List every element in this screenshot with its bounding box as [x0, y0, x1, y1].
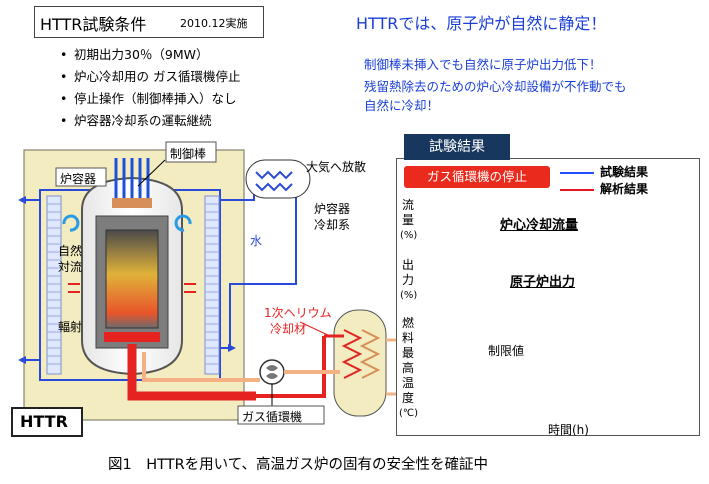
conditions-date: 2010.12実施 — [180, 17, 248, 30]
condition-item: •初期出力30％（9MW） — [60, 47, 209, 62]
condition-item: •停止操作（制御棒挿入）なし — [60, 91, 237, 106]
legend-analysis-swatch — [560, 188, 594, 191]
results-panel — [396, 158, 700, 436]
cooling-water-left — [26, 199, 40, 361]
limit-label: 制限値 — [488, 344, 525, 358]
natural-convection-label-2: 対流 — [58, 260, 83, 274]
legend-test: 試験結果 — [560, 163, 648, 180]
helium-label-2: 冷却材 — [270, 322, 307, 336]
vessel-label: 炉容器 — [60, 172, 97, 186]
reactor-name: HTTR — [20, 412, 68, 431]
cooling-panel-left — [46, 195, 62, 375]
cooling-panel-right — [204, 195, 220, 375]
condition-item: •炉容器冷却系の運転継続 — [60, 113, 212, 128]
figure-caption: 図1 HTTRを用いて、高温ガス炉の固有の安全性を確証中 — [108, 457, 489, 473]
cooling-water-return — [220, 180, 297, 349]
legend-test-swatch — [560, 171, 594, 174]
intermediate-heat-exchanger — [333, 309, 387, 417]
radiation-arrow-icon — [68, 283, 196, 293]
temp-ylabel: 燃料最高温度(℃) — [399, 316, 419, 419]
cold-helium-pipe — [142, 352, 240, 382]
flow-ylabel: 流量(%) — [400, 198, 418, 241]
note-line: 自然に冷却！ — [364, 98, 440, 113]
natural-convection-label-1: 自然 — [58, 244, 83, 258]
radiation-label: 輻射 — [58, 320, 83, 334]
gas-circulator-icon — [259, 359, 285, 385]
convection-arrow-icon — [62, 214, 192, 232]
control-rod-label: 制御棒 — [170, 147, 207, 161]
note-line: 残留熱除去のための炉心冷却設備が不作動でも — [364, 79, 627, 94]
reactor-core — [105, 229, 159, 329]
cooling-system-label-2: 冷却系 — [314, 218, 351, 232]
heat-exchanger — [245, 159, 311, 199]
stop-banner: ガス循環機の停止 — [404, 166, 550, 188]
note-line: 制御棒未挿入でも自然に原子炉出力低下！ — [364, 57, 602, 72]
conditions-box — [34, 6, 264, 38]
water-label: 水 — [250, 234, 263, 248]
conditions-title: HTTR試験条件 — [40, 15, 147, 34]
legend-analysis: 解析結果 — [560, 180, 648, 197]
cooling-system-label-1: 炉容器 — [314, 202, 351, 216]
condition-item: •炉心冷却用の ガス循環機停止 — [60, 69, 241, 84]
lower-plenum — [104, 332, 160, 342]
release-label: 大気へ放散 — [306, 160, 367, 174]
control-rod-leader — [137, 159, 166, 187]
power-ylabel: 出力(%) — [400, 258, 418, 301]
power-title: 原子炉出力 — [510, 275, 576, 290]
helium-label-1: 1次ヘリウム — [264, 306, 332, 320]
headline: HTTRでは、原子炉が自然に静定！ — [356, 14, 607, 33]
control-rod-drive-top — [112, 198, 152, 208]
helium-pipe — [256, 336, 326, 398]
hot-helium-duct — [127, 344, 256, 401]
circulator-label: ガス循環機 — [242, 410, 303, 424]
flow-title: 炉心冷却流量 — [500, 218, 579, 233]
results-tab: 試験結果 — [404, 134, 510, 160]
control-rods — [114, 158, 150, 204]
time-xlabel: 時間(h) — [548, 423, 589, 437]
